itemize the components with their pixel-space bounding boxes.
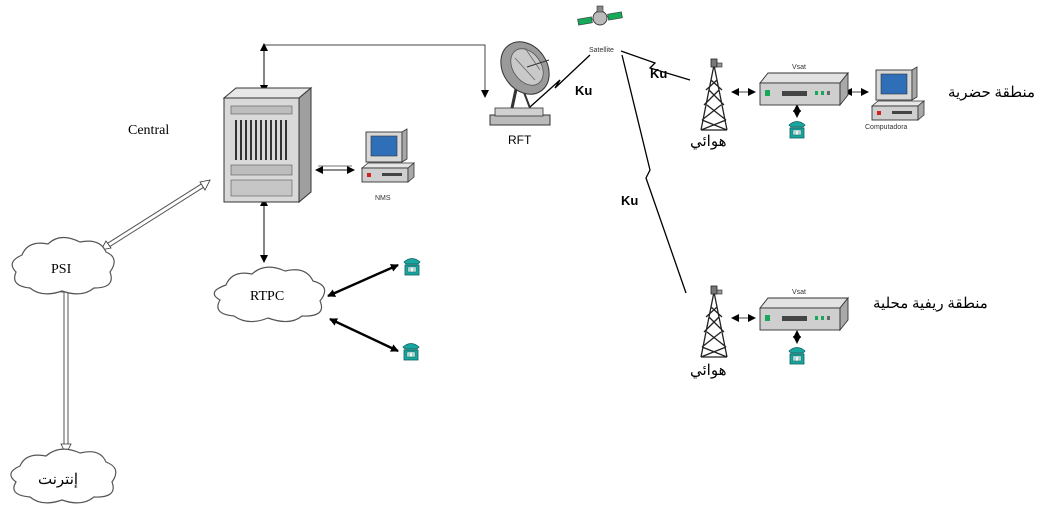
internet-cloud: [10, 448, 117, 504]
link-central-rft: [265, 44, 489, 98]
ku-label-rural: Ku: [621, 193, 638, 208]
link-rtpc-phone-2: [329, 317, 399, 353]
nms-computer-icon: [361, 128, 415, 183]
urban-vsat-modem-icon: [759, 72, 849, 106]
rtpc-cloud: [213, 266, 326, 323]
urban-antenna-tower-icon: [700, 58, 728, 131]
urban-antenna-label: هوائي: [690, 134, 727, 150]
ku-label-urban: Ku: [650, 66, 667, 81]
rtpc-label: RTPC: [250, 289, 284, 304]
telephone-icon: [788, 121, 806, 139]
central-switch: [222, 86, 313, 204]
rural-vsat-label: Vsat: [792, 289, 806, 296]
rural-antenna-tower-icon: [700, 285, 728, 358]
link-rtpc-phone-1: [327, 263, 399, 298]
rft-label: RFT: [508, 133, 532, 147]
satellite-icon: [577, 5, 623, 26]
link-satellite-urban: [620, 50, 691, 81]
telephone-icon: [402, 343, 420, 361]
rural-vsat-modem-icon: [759, 297, 849, 331]
telephone-icon: [403, 258, 421, 276]
rural-zone-label: منطقة ريفية محلية: [873, 296, 988, 312]
internet-label: إنترنت: [38, 472, 78, 488]
central-label: Central: [128, 123, 169, 138]
link-satellite-rural: [621, 54, 687, 294]
rural-antenna-label: هوائي: [690, 363, 727, 379]
telephone-icon: [788, 347, 806, 365]
urban-zone-label: منطقة حضرية: [948, 85, 1035, 101]
link-rft-satellite: [529, 54, 591, 108]
urban-vsat-label: Vsat: [792, 64, 806, 71]
rft-dish-icon: [489, 41, 551, 126]
urban-computer-icon: [871, 66, 925, 121]
ku-label-rft: Ku: [575, 83, 592, 98]
urban-computer-label: Computadora: [865, 124, 908, 131]
nms-label: NMS: [375, 195, 391, 202]
psi-label: PSI: [51, 262, 72, 277]
satellite-label: Satellite: [589, 47, 614, 54]
psi-cloud: [11, 236, 115, 295]
